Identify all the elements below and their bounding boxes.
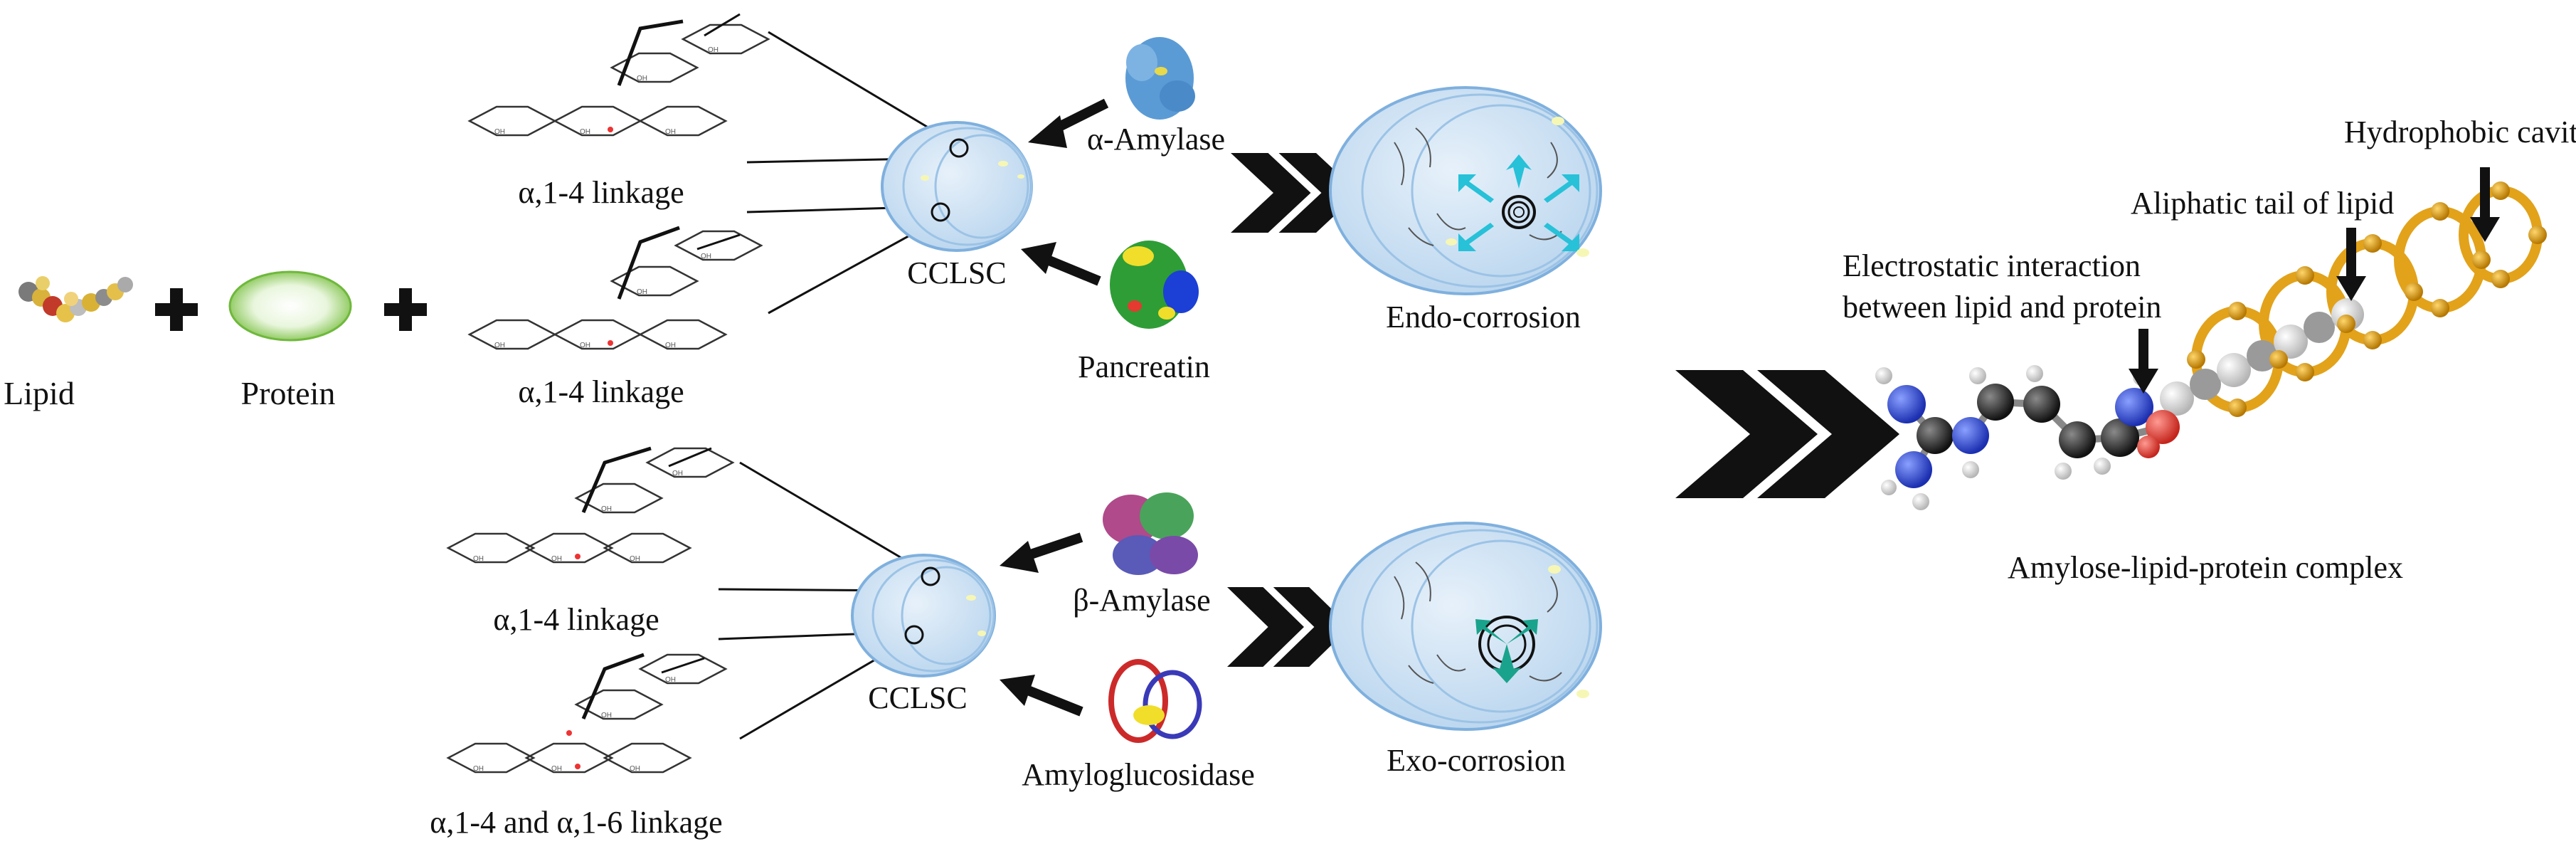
cclsc-label-alpha: CCLSC [907, 255, 1006, 290]
glucose-chain-top-beta [447, 446, 734, 564]
protein-molecule [1875, 365, 2180, 510]
alpha-amylase-protein-icon [1125, 37, 1195, 120]
amyloglucosidase-protein-icon [1108, 659, 1202, 743]
pancreatin-protein-icon [1110, 241, 1199, 329]
exo-arrows-icon [1475, 619, 1538, 683]
arrow-beta-amylase [1000, 532, 1083, 573]
tail-label: Aliphatic tail of lipid [2131, 186, 2394, 221]
plus-icon [384, 288, 427, 331]
alpha-linkage-bottom-label: α,1-4 linkage [518, 374, 684, 409]
amyloglucosidase-label: Amyloglucosidase [1022, 757, 1255, 792]
glucose-chain-bottom-beta [447, 653, 727, 774]
glucose-chain-top-alpha [468, 13, 770, 137]
chevron-arrow-main [1675, 370, 1899, 498]
arrow-tail-pointer [2336, 228, 2366, 301]
beta-linkage-top-label: α,1-4 linkage [493, 602, 659, 637]
endo-corrosion-granule [1329, 86, 1602, 295]
arrow-interaction-pointer [2129, 329, 2158, 394]
protein-label: Protein [241, 375, 336, 411]
arrow-pancreatin [1021, 242, 1101, 286]
arrow-alpha-amylase [1028, 98, 1109, 148]
cclsc-label-beta: CCLSC [868, 680, 967, 715]
beta-linkage-bottom-label: α,1-4 and α,1-6 linkage [430, 805, 722, 840]
interaction-label-line2: between lipid and protein [1843, 290, 2161, 325]
endo-arrows-icon [1458, 154, 1579, 251]
amylose-beads [2187, 181, 2547, 417]
exo-corrosion-label: Exo-corrosion [1387, 743, 1566, 778]
cclsc-granule-alpha [881, 121, 1033, 252]
glucose-chain-bottom-alpha [468, 226, 763, 351]
protein-icon [228, 270, 352, 342]
complex-title: Amylose-lipid-protein complex [2008, 550, 2403, 585]
lipid-molecule-icon [18, 276, 133, 322]
pancreatin-label: Pancreatin [1078, 349, 1210, 384]
plus-icon [155, 288, 198, 331]
lipid-label: Lipid [4, 375, 75, 411]
alpha-linkage-top-label: α,1-4 linkage [518, 175, 684, 210]
cavity-label: Hydrophobic cavity of amylose [2344, 115, 2576, 149]
interaction-label-line1: Electrostatic interaction [1843, 248, 2141, 283]
arrow-cavity-pointer [2470, 167, 2500, 242]
cclsc-granule-beta [851, 554, 996, 677]
arrow-amyloglucosidase [1000, 675, 1083, 717]
exo-corrosion-granule [1329, 522, 1602, 731]
beta-amylase-protein-icon [1103, 492, 1198, 575]
endo-corrosion-label: Endo-corrosion [1386, 300, 1581, 334]
lipid-tail [2160, 298, 2364, 416]
alpha-amylase-label: α-Amylase [1087, 122, 1225, 157]
beta-amylase-label: β-Amylase [1073, 583, 1210, 618]
